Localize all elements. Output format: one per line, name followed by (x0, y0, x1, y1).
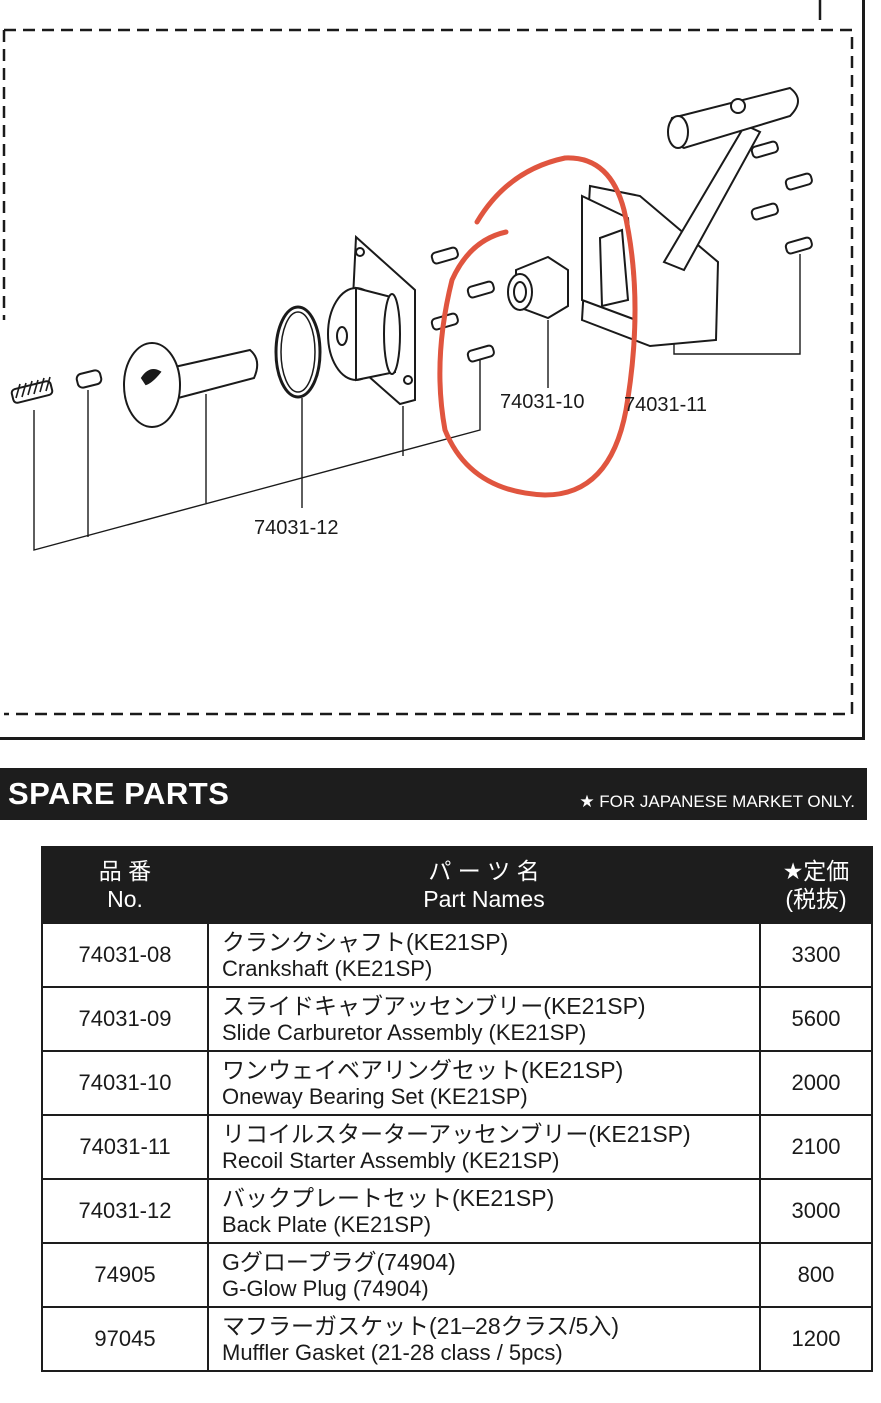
part-name-jp: バックプレートセット(KE21SP) (222, 1185, 555, 1211)
part-price: 2100 (759, 1114, 873, 1180)
part-name-jp: リコイルスターターアッセンブリー(KE21SP) (222, 1121, 691, 1147)
exploded-parts-diagram (2, 0, 854, 716)
callout-74031-11: 74031-11 (624, 394, 708, 416)
table-row: 74031-08 クランクシャフト(KE21SP) Crankshaft (KE… (41, 922, 873, 988)
part-name-en: Oneway Bearing Set (KE21SP) (222, 1084, 528, 1109)
section-title: SPARE PARTS (8, 776, 230, 811)
header-name-en: Part Names (423, 886, 545, 912)
part-number: 74905 (41, 1242, 209, 1308)
callout-74031-12: 74031-12 (254, 517, 339, 539)
o-ring-part (274, 305, 322, 399)
part-name-en: Recoil Starter Assembly (KE21SP) (222, 1148, 560, 1173)
part-name: バックプレートセット(KE21SP) Back Plate (KE21SP) (207, 1178, 761, 1244)
table-row: 74905 Gグロープラグ(74904) G-Glow Plug (74904)… (41, 1242, 873, 1308)
part-name: スライドキャブアッセンブリー(KE21SP) Slide Carburetor … (207, 986, 761, 1052)
part-name-jp: クランクシャフト(KE21SP) (222, 929, 509, 955)
part-number: 97045 (41, 1306, 209, 1372)
part-name-en: Slide Carburetor Assembly (KE21SP) (222, 1020, 587, 1045)
back-plate-part (327, 234, 416, 406)
part-name-jp: スライドキャブアッセンブリー(KE21SP) (222, 993, 646, 1019)
part-name: ワンウェイベアリングセット(KE21SP) Oneway Bearing Set… (207, 1050, 761, 1116)
part-number: 74031-10 (41, 1050, 209, 1116)
spare-parts-banner: SPARE PARTS ★ FOR JAPANESE MARKET ONLY. (0, 768, 867, 820)
table-row: 74031-10 ワンウェイベアリングセット(KE21SP) Oneway Be… (41, 1050, 873, 1116)
pin-part (75, 369, 103, 389)
part-number: 74031-09 (41, 986, 209, 1052)
red-annotation-circle (437, 155, 638, 498)
header-price: ★定価 (税抜) (759, 846, 873, 924)
part-name-en: Crankshaft (KE21SP) (222, 956, 433, 981)
recoil-starter-part (580, 86, 799, 348)
screws-right (750, 140, 813, 255)
part-name: Gグロープラグ(74904) G-Glow Plug (74904) (207, 1242, 761, 1308)
diagram-frame (0, 0, 865, 740)
spring-part (10, 376, 54, 404)
header-price-jp: ★定価 (782, 858, 850, 884)
leader-lines (33, 254, 801, 551)
part-price: 3300 (759, 922, 873, 988)
table-row: 74031-11 リコイルスターターアッセンブリー(KE21SP) Recoil… (41, 1114, 873, 1180)
table-row: 97045 マフラーガスケット(21–28クラス/5入) Muffler Gas… (41, 1306, 873, 1372)
oneway-bearing-part (507, 255, 569, 320)
part-name-en: Muffler Gasket (21-28 class / 5pcs) (222, 1340, 563, 1365)
header-no-jp: 品 番 (98, 858, 152, 884)
part-name: クランクシャフト(KE21SP) Crankshaft (KE21SP) (207, 922, 761, 988)
part-price: 3000 (759, 1178, 873, 1244)
part-name: リコイルスターターアッセンブリー(KE21SP) Recoil Starter … (207, 1114, 761, 1180)
part-name-jp: Gグロープラグ(74904) (222, 1249, 456, 1275)
part-number: 74031-08 (41, 922, 209, 988)
header-part-names: パ ー ツ 名 Part Names (207, 846, 761, 924)
part-name-en: Back Plate (KE21SP) (222, 1212, 432, 1237)
table-row: 74031-09 スライドキャブアッセンブリー(KE21SP) Slide Ca… (41, 986, 873, 1052)
part-name-jp: ワンウェイベアリングセット(KE21SP) (222, 1057, 624, 1083)
part-name: マフラーガスケット(21–28クラス/5入) Muffler Gasket (2… (207, 1306, 761, 1372)
part-name-en: G-Glow Plug (74904) (222, 1276, 429, 1301)
dashed-border (4, 28, 854, 716)
part-number: 74031-11 (41, 1114, 209, 1180)
header-no-en: No. (107, 886, 143, 912)
table-header-row: 品 番 No. パ ー ツ 名 Part Names ★定価 (税抜) (41, 846, 873, 924)
part-price: 5600 (759, 986, 873, 1052)
header-part-number: 品 番 No. (41, 846, 209, 924)
table-row: 74031-12 バックプレートセット(KE21SP) Back Plate (… (41, 1178, 873, 1244)
spare-parts-table: 品 番 No. パ ー ツ 名 Part Names ★定価 (税抜) 7403… (41, 846, 873, 1372)
part-price: 2000 (759, 1050, 873, 1116)
header-name-jp: パ ー ツ 名 (428, 858, 540, 884)
part-name-jp: マフラーガスケット(21–28クラス/5入) (222, 1313, 619, 1339)
part-price: 1200 (759, 1306, 873, 1372)
part-price: 800 (759, 1242, 873, 1308)
callout-74031-10: 74031-10 (500, 391, 585, 413)
crankshaft-part (123, 342, 259, 428)
part-number: 74031-12 (41, 1178, 209, 1244)
header-price-sub: (税抜) (785, 886, 847, 912)
market-note: ★ FOR JAPANESE MARKET ONLY. (579, 792, 855, 811)
